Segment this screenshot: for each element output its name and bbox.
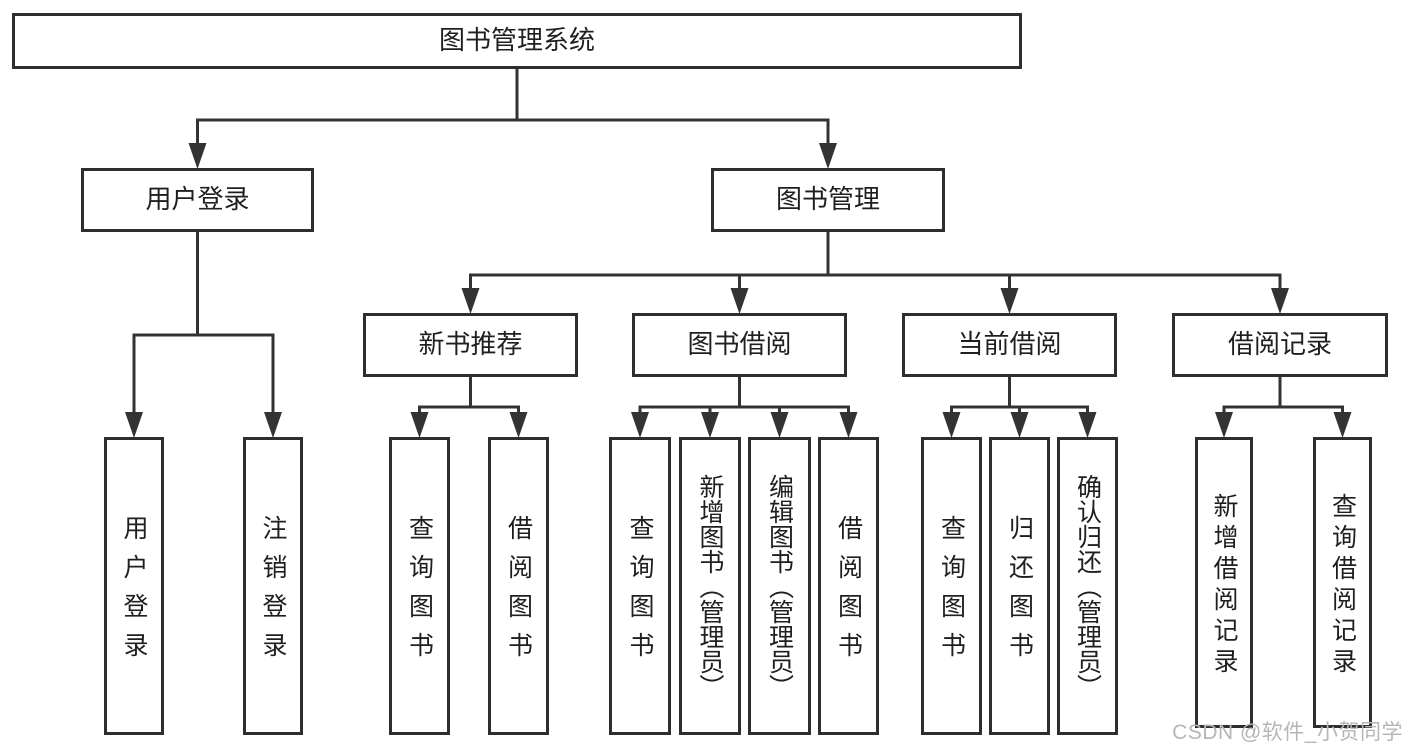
node-book-mgmt: 图书管理 [711,168,945,232]
arrowhead-icon [125,412,143,438]
arrowhead-icon [1333,412,1352,438]
node-label: 借阅记录 [1227,329,1332,360]
node-label: 查询图书 [937,515,966,671]
arrowhead-icon [1000,288,1019,314]
node-label: 归还图书 [1005,515,1034,671]
arrowhead-icon [631,412,649,438]
node-label: 借阅图书 [834,515,863,671]
node-borrow-records: 借阅记录 [1172,313,1388,377]
arrowhead-icon [819,143,837,169]
node-label: 确认归还（管理员） [1073,473,1102,699]
node-label: 借阅图书 [504,515,533,671]
node-label: 查询图书 [626,515,654,671]
node-leaf-logout: 注销登录 [243,437,303,735]
node-book-borrow: 图书借阅 [632,313,847,377]
node-new-book-rec: 新书推荐 [363,313,578,377]
node-leaf-bb-add: 新增图书（管理员） [679,437,741,735]
arrowhead-icon [701,412,719,438]
arrowhead-icon [509,412,528,438]
arrowhead-icon [1215,412,1233,438]
arrowhead-icon [264,412,282,438]
arrowhead-icon [1271,288,1289,314]
node-leaf-cb-confirm: 确认归还（管理员） [1057,437,1118,735]
csdn-watermark: CSDN @软件_小贺同学 [1172,721,1403,744]
node-leaf-bb-edit: 编辑图书（管理员） [748,437,811,735]
arrowhead-icon [730,288,749,314]
node-leaf-cb-query: 查询图书 [921,437,982,735]
node-leaf-br-query: 查询借阅记录 [1313,437,1372,728]
node-label: 新书推荐 [418,329,523,360]
node-label: 图书管理 [775,184,880,215]
node-root: 图书管理系统 [12,13,1022,69]
node-label: 查询图书 [405,515,434,671]
arrowhead-icon [410,412,429,438]
node-leaf-rec-query: 查询图书 [389,437,450,735]
arrowhead-icon [461,288,480,314]
node-label: 查询借阅记录 [1328,492,1357,679]
node-leaf-br-add: 新增借阅记录 [1195,437,1253,728]
node-label: 新增借阅记录 [1210,492,1238,679]
node-leaf-bb-borrow: 借阅图书 [818,437,879,735]
node-leaf-user-login: 用户登录 [104,437,164,735]
node-leaf-rec-borrow: 借阅图书 [488,437,549,735]
node-user-login: 用户登录 [81,168,314,232]
node-label: 图书管理系统 [438,25,595,56]
node-label: 新增图书（管理员） [696,473,724,699]
node-current-borrow: 当前借阅 [902,313,1117,377]
arrowhead-icon [1078,412,1097,438]
arrowhead-icon [770,412,789,438]
arrowhead-icon [188,143,207,169]
node-label: 用户登录 [145,184,250,215]
node-label: 用户登录 [120,515,148,671]
node-label: 图书借阅 [687,329,792,360]
node-label: 当前借阅 [957,329,1062,360]
node-leaf-cb-return: 归还图书 [989,437,1050,735]
node-label: 编辑图书（管理员） [765,473,794,699]
arrowhead-icon [839,412,858,438]
node-label: 注销登录 [259,515,287,671]
arrowhead-icon [942,412,961,438]
node-leaf-bb-query: 查询图书 [609,437,671,735]
arrowhead-icon [1010,412,1029,438]
